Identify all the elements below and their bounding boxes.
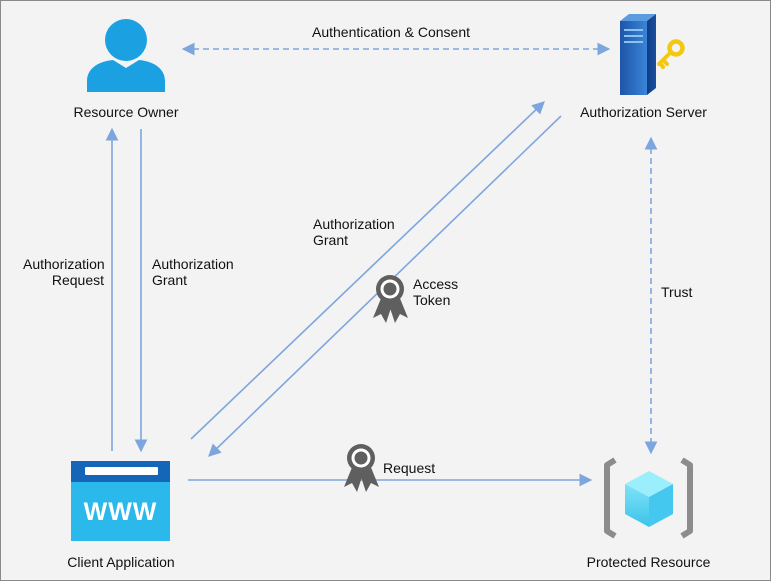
browser-www-icon: WWW (71, 461, 170, 541)
access-token-label-line2: Token (413, 292, 451, 308)
award-badge-icon-request (344, 444, 379, 492)
auth-request-label-line2: Request (51, 272, 104, 288)
award-badge-icon (373, 275, 408, 323)
auth-grant-diagonal-label-line2: Grant (313, 232, 349, 248)
www-logo-text: WWW (84, 498, 158, 526)
auth-grant-diagonal-label: Authorization Grant (313, 216, 395, 248)
resource-owner-label: Resource Owner (73, 104, 179, 120)
trust-label: Trust (661, 284, 693, 300)
auth-grant-diagonal-label-line1: Authorization (313, 216, 395, 232)
auth-grant-left-label-line2: Grant (152, 272, 188, 288)
user-icon (87, 19, 165, 92)
server-key-icon (620, 14, 685, 95)
protected-resource-label: Protected Resource (586, 554, 711, 570)
auth-grant-left-label: Authorization Grant (152, 256, 234, 288)
auth-grant-left-label-line1: Authorization (152, 256, 234, 272)
auth-request-label: Authorization Request (23, 256, 105, 288)
access-token-label: Access Token (413, 276, 458, 308)
access-token-label-line1: Access (413, 276, 459, 292)
auth-grant-diagonal-arrow (190, 101, 545, 440)
authorization-server-label: Authorization Server (580, 104, 707, 120)
auth-consent-label: Authentication & Consent (312, 24, 470, 40)
auth-request-label-line1: Authorization (23, 256, 105, 272)
request-label: Request (383, 460, 436, 476)
cube-resource-icon (604, 457, 693, 539)
client-application-label: Client Application (67, 554, 175, 570)
